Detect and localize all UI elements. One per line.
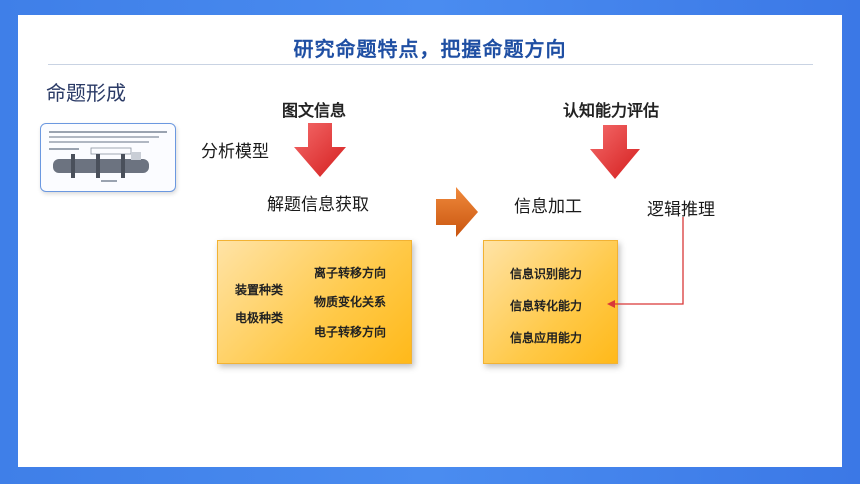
list-item: 物质变化关系 [314,295,387,309]
list-item: 电子转移方向 [314,325,387,339]
list-item: 装置种类 [235,283,284,297]
section-label: 命题形成 [46,81,126,105]
graphic-info-label: 图文信息 [282,101,347,120]
info-processing-label: 信息加工 [514,197,582,217]
problem-info-label: 解题信息获取 [267,195,369,215]
title-divider [48,64,813,65]
logic-reasoning-label: 逻辑推理 [647,200,715,220]
page-title: 研究命题特点，把握命题方向 [293,37,567,61]
analysis-model-label: 分析模型 [201,142,269,162]
right-content-box: 信息识别能力 信息转化能力 信息应用能力 [483,240,618,364]
down-arrow-icon [590,125,640,179]
slide-canvas: 研究命题特点，把握命题方向 命题形成 图文信息 认知能力评估 [18,15,842,467]
list-item: 信息应用能力 [510,331,583,345]
left-content-box: 装置种类 电极种类 离子转移方向 物质变化关系 电子转移方向 [217,240,412,364]
list-item: 电极种类 [235,311,284,325]
list-item: 信息转化能力 [510,299,583,313]
question-thumbnail[interactable] [40,123,176,192]
list-item: 信息识别能力 [510,267,583,281]
down-arrow-icon [294,123,346,177]
list-item: 离子转移方向 [314,266,387,280]
connector-arrow [607,217,684,308]
cognitive-eval-label: 认知能力评估 [563,101,660,120]
thumbnail-diagram-icon [49,131,167,182]
right-arrow-icon [436,187,478,237]
